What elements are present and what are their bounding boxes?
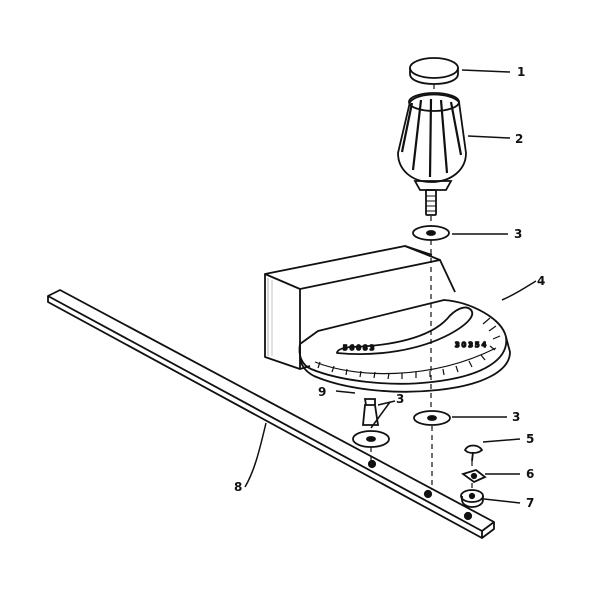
callout-3-right: 3: [512, 410, 520, 424]
callout-8: 8: [234, 480, 242, 494]
callout-6: 6: [526, 467, 534, 481]
callout-7: 7: [526, 496, 534, 510]
guide-bar: [47, 289, 495, 539]
callout-3-top: 3: [514, 227, 522, 241]
knob-assembly: [397, 57, 467, 216]
callout-4: 4: [537, 274, 545, 288]
callout-1: 1: [517, 65, 525, 79]
callout-2: 2: [515, 132, 523, 146]
callout-9: 9: [318, 385, 326, 399]
svg-text:3 0 3 5 4: 3 0 3 5 4: [455, 341, 487, 349]
assembly-lines: [370, 84, 473, 490]
callout-3-left: 3: [396, 392, 404, 406]
svg-text:5 6 0 8 3: 5 6 0 8 3: [343, 344, 374, 352]
leader-lines: [244, 69, 537, 504]
callout-5: 5: [526, 432, 534, 446]
miter-head: 5 6 0 8 3 3 0 3 5 4: [264, 245, 511, 393]
